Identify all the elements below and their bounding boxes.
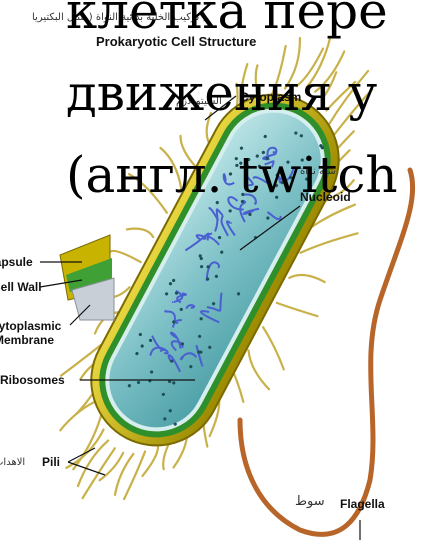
overlay-text-line-3: (англ. twitch [66,150,398,200]
pilus [111,251,141,262]
pilus [66,430,103,468]
label-flagella: Flagella [340,497,385,511]
label-cytoplasmic-membrane-2: Membrane [0,333,54,347]
pilus [127,229,153,237]
label-pili: Pili [42,455,60,469]
overlay-text-line-2: движения у [66,68,377,118]
pilus [300,233,357,253]
label-flagella-ar: سوط [295,494,325,509]
overlay-text-line-1: клетка пере [66,0,388,36]
pilus [263,327,284,369]
label-ribosomes: Ribosomes [0,373,65,387]
label-cell-wall: Cell Wall [0,280,42,294]
label-pili-ar: الاهداب [0,457,25,468]
pilus [233,372,243,402]
pilus [115,454,133,495]
pilus [289,275,324,282]
label-cytoplasmic-membrane-1: Cytoplasmic [0,319,61,333]
label-capsule: Capsule [0,255,33,269]
pilus [249,350,269,389]
pilus [277,303,318,316]
pilus [142,446,158,476]
